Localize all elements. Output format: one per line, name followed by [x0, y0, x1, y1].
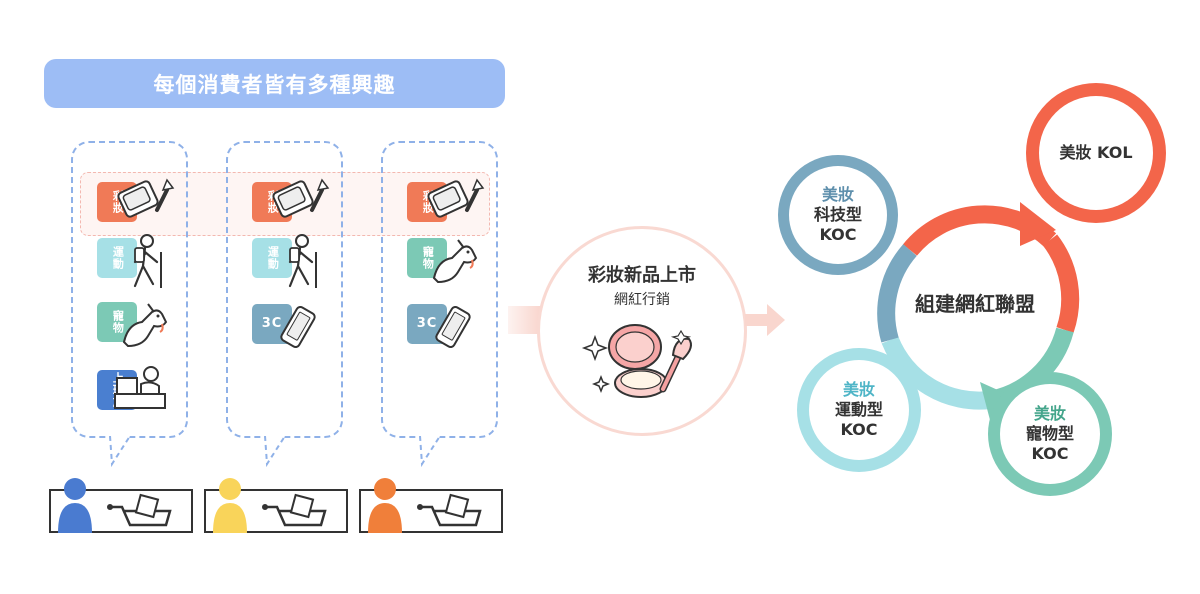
interest-bubble-2	[226, 141, 343, 438]
bubble-tail-2	[264, 436, 286, 468]
phone-icon	[280, 306, 316, 348]
campaign-subtitle: 網紅行銷	[614, 292, 670, 308]
shopper-with-cart-icon	[368, 478, 482, 533]
dog-icon	[432, 239, 478, 284]
compact-icon	[117, 178, 175, 218]
node-tech-koc: 美妝 科技型 KOC	[778, 155, 898, 275]
node-sport-type: 運動型	[834, 400, 883, 419]
office-worker-icon	[114, 366, 166, 409]
node-sport-koc: KOC	[840, 420, 878, 439]
blush-compact-icon	[581, 324, 692, 398]
node-beauty-kol: 美妝 KOL	[1026, 83, 1166, 223]
shopper-with-cart-icon	[213, 478, 327, 533]
node-pet-koc: KOC	[1031, 444, 1069, 463]
campaign-title: 彩妝新品上市	[588, 265, 696, 286]
interest-bubble-1	[71, 141, 188, 438]
node-tech-accent: 美妝	[821, 185, 854, 204]
node-pet-type: 寵物型	[1025, 424, 1074, 443]
campaign-circle: 彩妝新品上市 網紅行銷	[537, 226, 747, 436]
bubble-tail-3	[419, 436, 441, 468]
node-tech-type: 科技型	[813, 205, 862, 224]
flow-arrow-left	[508, 306, 540, 334]
node-sport-accent: 美妝	[842, 380, 875, 399]
tag-pet: 寵物	[407, 238, 447, 278]
node-tech-koc: KOC	[819, 225, 857, 244]
compact-icon	[427, 178, 485, 218]
compact-icon	[272, 178, 330, 218]
alliance-hub-label: 組建網紅聯盟	[915, 292, 1035, 316]
node-pet-koc: 美妝 寵物型 KOC	[988, 372, 1112, 496]
section-title: 每個消費者皆有多種興趣	[44, 59, 505, 108]
tag-3c: 3C	[407, 304, 447, 344]
dog-icon	[122, 303, 168, 348]
bubble-tail-1	[109, 436, 131, 468]
hiker-icon	[288, 234, 317, 288]
tag-sport: 運動	[252, 238, 292, 278]
hiker-icon	[133, 234, 162, 288]
phone-icon	[435, 306, 471, 348]
shopper-with-cart-icon	[58, 478, 172, 533]
flow-arrow-right	[745, 304, 785, 336]
tag-sport: 運動	[97, 238, 137, 278]
interest-bubble-3	[381, 141, 498, 438]
node-kol-label: 美妝 KOL	[1059, 143, 1133, 162]
node-sport-koc: 美妝 運動型 KOC	[797, 348, 921, 472]
node-pet-accent: 美妝	[1033, 404, 1066, 423]
